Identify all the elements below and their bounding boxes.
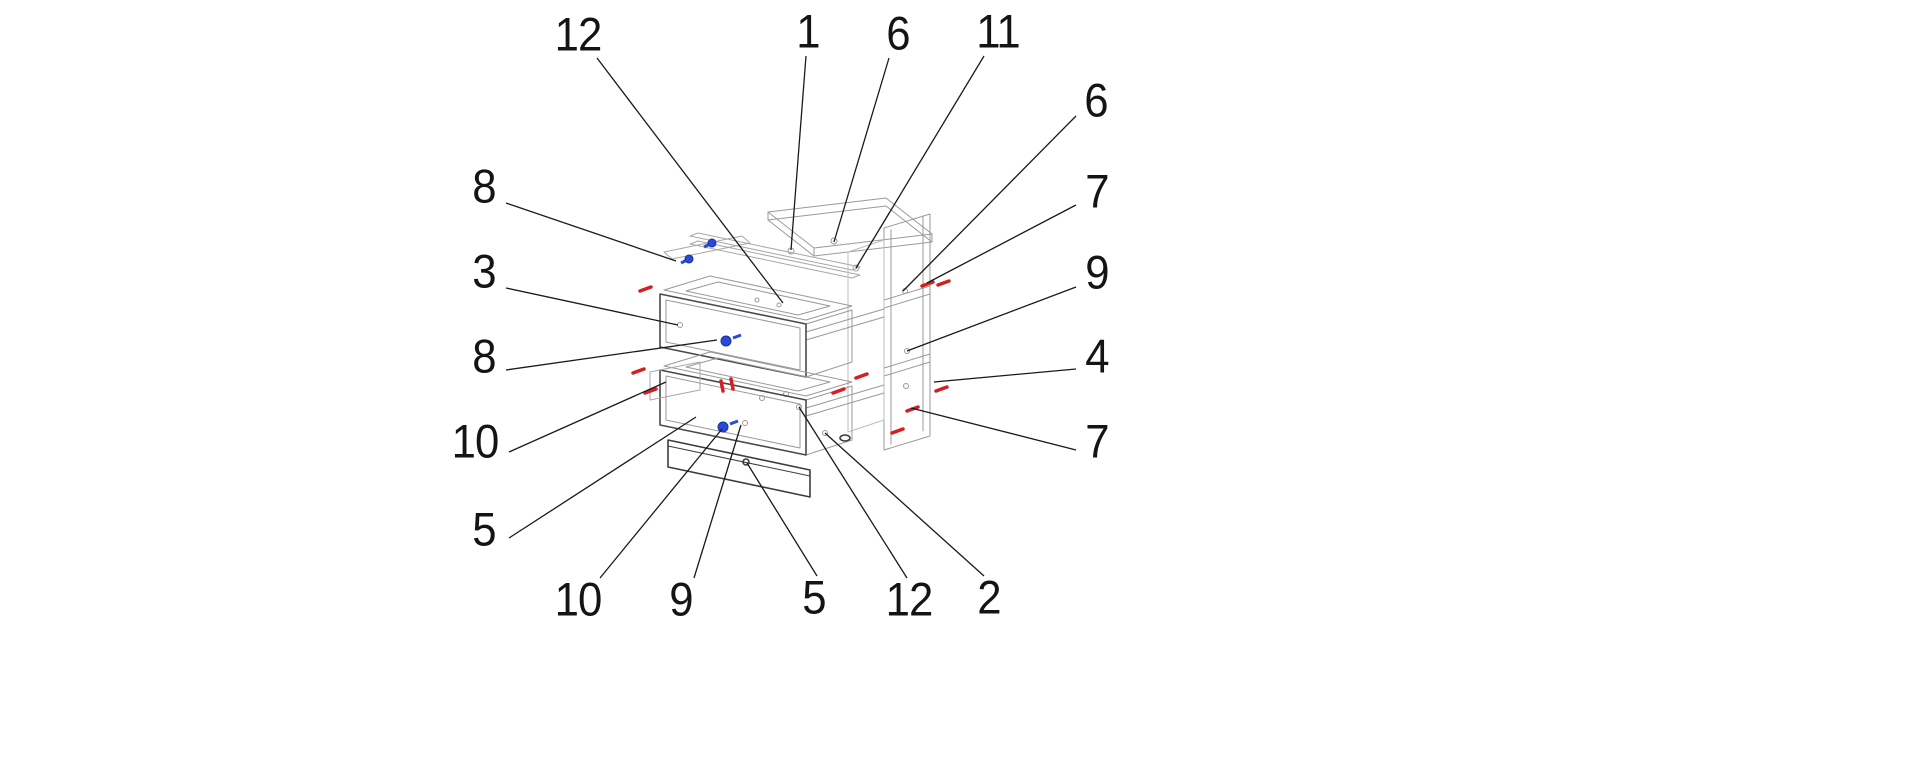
fastener-icon: [638, 285, 653, 293]
screw-icon: [680, 254, 694, 265]
lower-drawer: [663, 351, 885, 456]
callout-12-top: 12: [554, 7, 603, 61]
callout-9-right: 9: [1085, 245, 1109, 299]
leader-7-right-upper: [926, 204, 1077, 284]
leader-5-bottom: [746, 462, 818, 577]
leader-11-top: [855, 55, 985, 269]
callout-4-right: 4: [1085, 329, 1109, 383]
leader-12-top: [596, 57, 784, 304]
callout-8-left-lower: 8: [472, 329, 496, 383]
callout-1-top: 1: [796, 4, 820, 58]
leader-10-left: [508, 381, 667, 453]
callout-10-left: 10: [451, 414, 500, 468]
fastener-icon: [934, 385, 949, 393]
knob-screw-icon: [720, 333, 742, 347]
callout-3-left: 3: [472, 244, 496, 298]
left-bracket: [649, 361, 701, 401]
fastener-icon: [890, 427, 905, 435]
right-side-panel: [883, 213, 931, 451]
fastener-icon: [719, 379, 725, 393]
leader-8-left-lower: [505, 339, 718, 371]
callout-10-bottom: 10: [554, 572, 603, 626]
leader-6-top: [833, 57, 890, 243]
leader-lines: [505, 55, 1077, 579]
fastener-icon: [643, 387, 658, 395]
leader-9-bottom: [693, 424, 742, 579]
knob-screw-icon: [717, 419, 739, 433]
fastener-icon: [920, 280, 935, 288]
screw-icons-blue: [680, 238, 742, 433]
leader-6-right: [902, 115, 1077, 292]
leader-10-bottom: [599, 428, 723, 579]
upper-drawer-front: [659, 293, 807, 378]
leader-8-left-upper: [505, 202, 677, 262]
callout-6-top: 6: [886, 6, 910, 60]
leader-1-top: [790, 55, 807, 251]
leader-5-left: [508, 416, 697, 539]
fastener-icon: [936, 279, 951, 287]
bottom-front-panel: [667, 434, 851, 498]
leader-2-bottom: [824, 432, 985, 577]
leader-12-bottom: [798, 406, 908, 579]
fastener-icons-red: [631, 279, 951, 435]
leader-9-right: [906, 286, 1077, 352]
lower-drawer-front-inner: [665, 375, 801, 449]
leader-4-right: [933, 368, 1077, 383]
fastener-icon: [854, 372, 869, 380]
fastener-icon: [831, 387, 846, 395]
callout-6-right: 6: [1084, 73, 1108, 127]
top-rails: [663, 232, 861, 279]
callout-9-bottom: 9: [669, 572, 693, 626]
fastener-icon: [631, 367, 646, 375]
callout-2-bottom: 2: [977, 570, 1001, 624]
top-panel: [767, 197, 933, 257]
callout-8-left-upper: 8: [472, 159, 496, 213]
fastener-icon: [729, 377, 735, 391]
callout-5-left: 5: [472, 502, 496, 556]
lower-drawer-front: [659, 369, 807, 456]
callout-12-bottom: 12: [885, 572, 934, 626]
back-panel: [847, 239, 885, 433]
upper-drawer-front-inner: [665, 299, 801, 371]
screw-icon: [703, 238, 717, 249]
callout-7-right-lower: 7: [1085, 414, 1109, 468]
callout-7-right-upper: 7: [1085, 164, 1109, 218]
leader-3-left: [505, 287, 679, 326]
leader-7-right-lower: [910, 407, 1077, 451]
callout-5-bottom: 5: [802, 570, 826, 624]
callout-11-top: 11: [976, 4, 1020, 58]
